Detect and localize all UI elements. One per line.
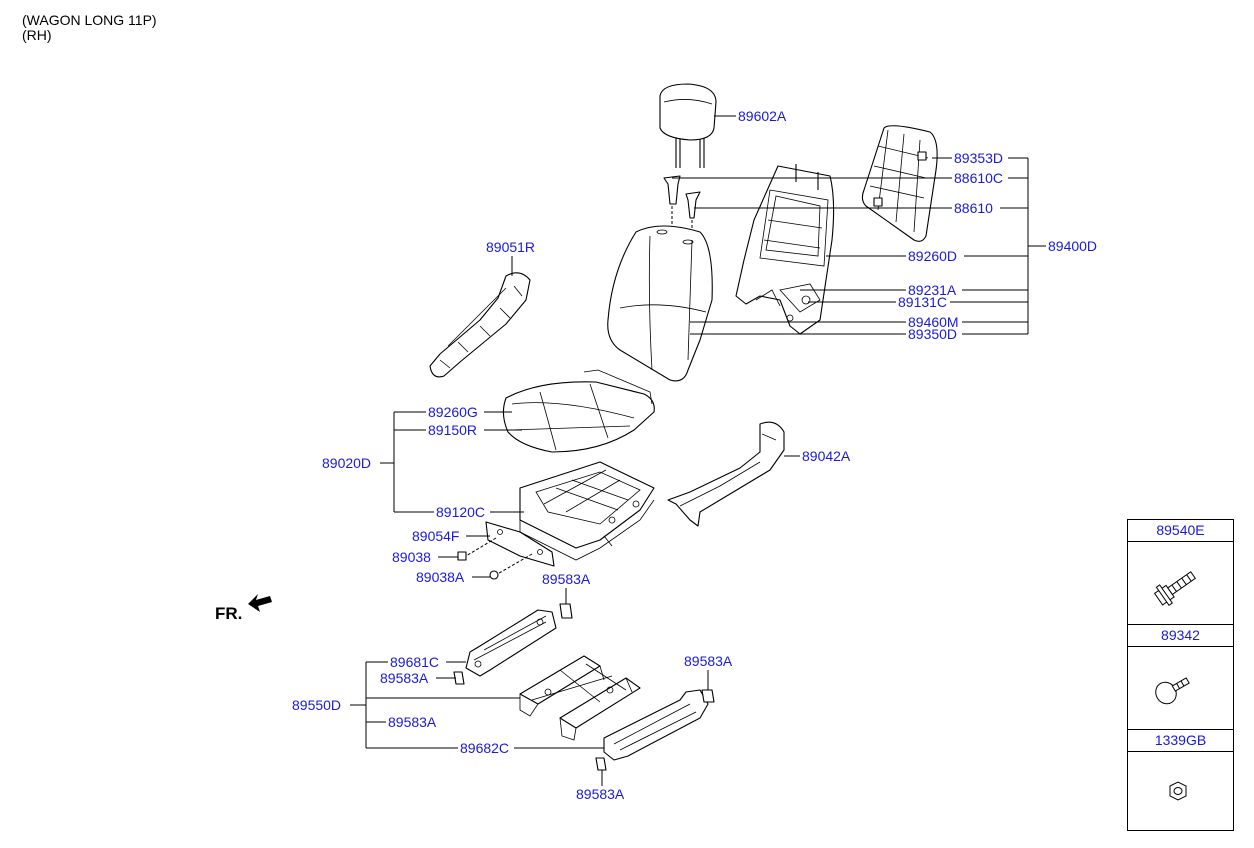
callout-guide-b[interactable]: 88610: [954, 200, 993, 216]
callout-rail-right[interactable]: 89682C: [460, 740, 509, 756]
headrest-drawing: [659, 83, 717, 168]
callout-back-cover-m[interactable]: 89460M: [908, 314, 959, 330]
back-board-drawing: [861, 125, 938, 242]
callout-back-frame[interactable]: 89260D: [908, 248, 957, 264]
hex-nut-icon: [1169, 781, 1187, 801]
leader-lines: [350, 115, 1046, 786]
callout-rail-left[interactable]: 89681C: [390, 654, 439, 670]
front-arrow-icon: [248, 594, 272, 612]
cap-top-drawing: [559, 603, 573, 619]
cushion-drawing: [502, 369, 655, 453]
bracket-drawing: [465, 521, 555, 577]
callout-cushion-pad[interactable]: 89260G: [428, 404, 478, 420]
callout-armrest[interactable]: 89051R: [486, 239, 535, 255]
callout-cap-bottom[interactable]: 89583A: [576, 786, 625, 802]
rail-left-drawing: [465, 609, 557, 677]
callout-cushion-assy[interactable]: 89020D: [322, 455, 371, 471]
track-assembly-drawing: [519, 655, 641, 741]
callout-back-recliner[interactable]: 89131C: [898, 294, 947, 310]
callout-back-cover-d[interactable]: 89350D: [908, 326, 957, 342]
cap-right-top-drawing: [701, 689, 715, 703]
callout-side-shield[interactable]: 89042A: [802, 448, 851, 464]
callout-cushion-frame[interactable]: 89120C: [436, 504, 485, 520]
model-title: (WAGON LONG 11P): [22, 12, 157, 28]
callout-cap-right-top[interactable]: 89583A: [684, 653, 733, 669]
callout-bracket[interactable]: 89054F: [412, 528, 459, 544]
callout-back-assy[interactable]: 89400D: [1048, 238, 1097, 254]
seat-back-drawing: [607, 225, 713, 382]
round-head-bolt-icon: [1155, 677, 1190, 705]
cushion-frame-drawing: [519, 461, 655, 561]
legend-code-2[interactable]: 89342: [1128, 625, 1233, 647]
side-shield-drawing: [667, 421, 785, 527]
fastener-legend: 89540E 89342 1339GB: [1127, 519, 1234, 831]
side-title: (RH): [22, 27, 52, 43]
legend-code-1[interactable]: 89540E: [1128, 520, 1233, 542]
front-marker: FR.: [215, 604, 243, 623]
callout-back-board[interactable]: 89353D: [954, 150, 1003, 166]
armrest-drawing: [429, 272, 531, 378]
back-frame-drawing: [735, 164, 835, 335]
callout-guide-a[interactable]: 88610C: [954, 170, 1003, 186]
callout-headrest[interactable]: 89602A: [738, 108, 787, 124]
cap-left-drawing: [453, 671, 465, 685]
callout-track-assy[interactable]: 89550D: [292, 697, 341, 713]
callout-back-pad-a[interactable]: 89231A: [908, 282, 957, 298]
clips-drawing: [457, 551, 499, 580]
callout-clip-a[interactable]: 89038A: [416, 569, 465, 585]
legend-code-3[interactable]: 1339GB: [1128, 730, 1233, 752]
callout-cushion-cover[interactable]: 89150R: [428, 422, 477, 438]
flange-bolt-icon: [1153, 571, 1197, 607]
callout-cap-mid[interactable]: 89583A: [388, 714, 437, 730]
cap-bottom-drawing: [595, 757, 607, 771]
callout-cap-left[interactable]: 89583A: [380, 670, 429, 686]
callout-clip[interactable]: 89038: [392, 549, 431, 565]
callout-cap-top[interactable]: 89583A: [542, 571, 591, 587]
